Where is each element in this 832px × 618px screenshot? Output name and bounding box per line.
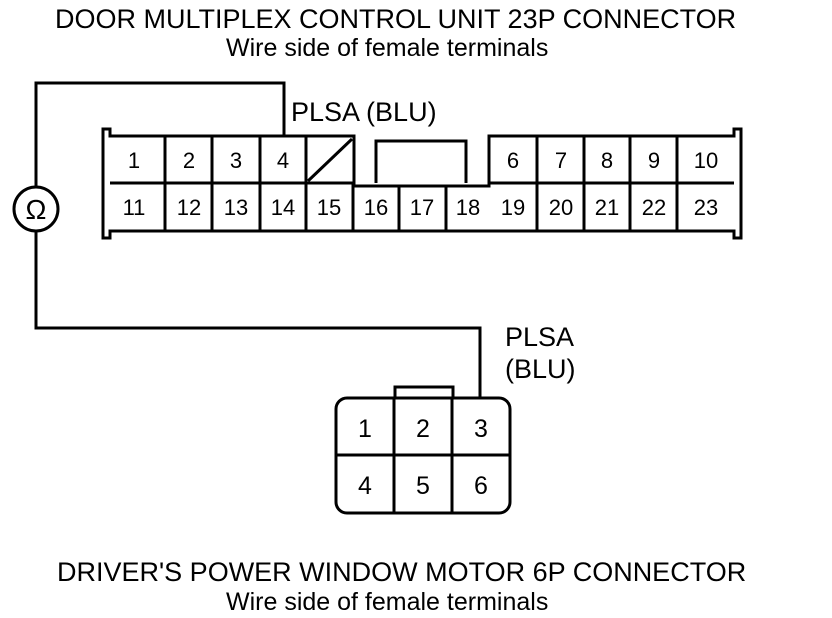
top-connector-title: DOOR MULTIPLEX CONTROL UNIT 23P CONNECTO… xyxy=(55,4,737,34)
top-pin-19: 19 xyxy=(501,195,525,220)
bottom-connector-subtitle: Wire side of female terminals xyxy=(226,588,549,616)
top-pin-22: 22 xyxy=(642,195,666,220)
top-wire-label: PLSA (BLU) xyxy=(291,97,437,127)
bottom-pin-5: 5 xyxy=(416,472,430,500)
bottom-wire-label-line2: (BLU) xyxy=(505,354,576,384)
test-lead-bottom xyxy=(34,232,482,398)
bottom-pin-1: 1 xyxy=(358,415,372,443)
bottom-connector-pins: 1 2 3 4 5 6 xyxy=(358,415,488,500)
ohm-symbol-text: Ω xyxy=(26,194,47,225)
bottom-wire-label-line1: PLSA xyxy=(505,322,575,352)
top-pin-23: 23 xyxy=(694,195,718,220)
test-lead-top xyxy=(34,81,286,187)
top-pin-12: 12 xyxy=(177,195,201,220)
top-pin-8: 8 xyxy=(601,148,613,173)
top-pin-1: 1 xyxy=(128,148,140,173)
top-pin-15: 15 xyxy=(317,195,341,220)
ohmmeter-symbol xyxy=(12,185,60,233)
bottom-pin-3: 3 xyxy=(474,415,488,443)
top-pin-13: 13 xyxy=(224,195,248,220)
top-pin-16: 16 xyxy=(364,195,388,220)
blank-cavity-mark xyxy=(306,137,354,183)
top-pin-17: 17 xyxy=(410,195,434,220)
top-connector-subtitle: Wire side of female terminals xyxy=(226,34,549,62)
bottom-connector-title: DRIVER'S POWER WINDOW MOTOR 6P CONNECTOR xyxy=(57,557,747,587)
top-pin-21: 21 xyxy=(595,195,619,220)
bottom-pin-2: 2 xyxy=(416,415,430,443)
bottom-pin-6: 6 xyxy=(474,472,488,500)
top-connector-body xyxy=(101,127,743,240)
top-pin-20: 20 xyxy=(549,195,573,220)
top-pin-10: 10 xyxy=(694,148,718,173)
bottom-pin-4: 4 xyxy=(358,472,372,500)
top-pin-2: 2 xyxy=(183,148,195,173)
top-pin-18: 18 xyxy=(456,195,480,220)
top-pin-11: 11 xyxy=(123,195,146,220)
bottom-connector-lock-tab xyxy=(393,385,455,400)
top-pin-14: 14 xyxy=(271,195,295,220)
top-pin-4: 4 xyxy=(277,148,289,173)
top-pin-7: 7 xyxy=(555,148,567,173)
top-pin-6: 6 xyxy=(507,148,519,173)
top-pin-3: 3 xyxy=(230,148,242,173)
top-pin-9: 9 xyxy=(648,148,660,173)
top-connector-lock-tab xyxy=(374,139,468,183)
